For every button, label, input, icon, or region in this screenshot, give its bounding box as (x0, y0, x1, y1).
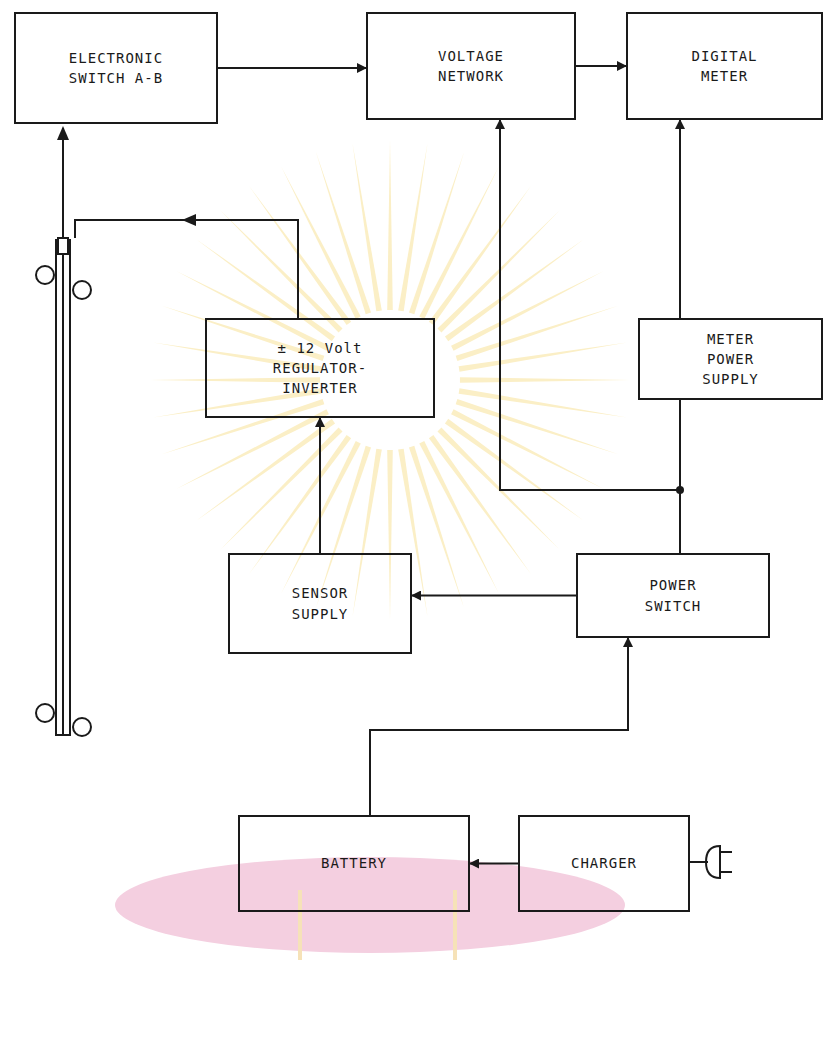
process-box: ± 12 Volt REGULATOR- INVERTER (205, 318, 435, 418)
watermark-ray (459, 388, 627, 417)
process-box: METER POWER SUPPLY (638, 318, 823, 400)
process-box: SENSOR SUPPLY (228, 553, 412, 654)
box-label: BATTERY (321, 853, 387, 873)
watermark-ray (398, 143, 427, 311)
process-box: VOLTAGE NETWORK (366, 12, 576, 120)
box-label: POWER SWITCH (633, 575, 713, 616)
process-box: ELECTRONIC SWITCH A-B (14, 12, 218, 124)
connector (500, 120, 680, 553)
connector (576, 65, 626, 67)
watermark-ray (176, 409, 329, 489)
watermark-ray (460, 377, 630, 383)
connector (679, 400, 681, 553)
watermark-ray (316, 152, 371, 315)
watermark-ray (220, 427, 342, 549)
watermark-ray (196, 419, 335, 521)
watermark-rays (150, 140, 630, 620)
watermark-cushion (115, 857, 625, 953)
watermark-ray (281, 166, 361, 319)
process-box: DIGITAL METER (626, 12, 823, 120)
watermark-ray (409, 446, 464, 609)
connector (679, 120, 681, 318)
watermark-ray (451, 271, 604, 351)
connector (218, 67, 366, 69)
watermark-ray (352, 143, 381, 311)
probe-signal-wire (62, 128, 64, 238)
process-box: CHARGER (518, 815, 690, 912)
watermark-ray (176, 271, 329, 351)
connector (319, 418, 321, 553)
watermark-ray (437, 210, 559, 332)
watermark-ray (387, 450, 393, 620)
watermark-ray (429, 435, 531, 574)
box-label: SENSOR SUPPLY (280, 583, 360, 624)
watermark-ray (419, 441, 499, 594)
watermark-ray (419, 166, 499, 319)
watermark-ray (456, 306, 619, 361)
probe-supply-wire (75, 220, 298, 318)
mains-plug (690, 846, 732, 878)
box-label: CHARGER (571, 853, 637, 873)
box-label: METER POWER SUPPLY (691, 329, 771, 390)
watermark-ray (459, 342, 627, 371)
watermark-ray (352, 449, 381, 617)
box-label: ± 12 Volt REGULATOR- INVERTER (265, 338, 375, 399)
watermark-ray (437, 427, 559, 549)
process-box: POWER SWITCH (576, 553, 770, 638)
watermark-ray (398, 449, 427, 617)
arrow-head (57, 126, 69, 140)
connector (470, 863, 518, 865)
box-label: DIGITAL METER (685, 46, 765, 87)
watermark-tassel (300, 890, 455, 960)
watermark-ray (445, 239, 584, 341)
watermark-ray (387, 140, 393, 310)
box-label: ELECTRONIC SWITCH A-B (61, 48, 171, 89)
watermark-ray (451, 409, 604, 489)
watermark-ray (249, 186, 351, 325)
sensor-probe (36, 238, 91, 736)
process-box: BATTERY (238, 815, 470, 912)
connector (412, 595, 576, 597)
watermark-ray (220, 210, 342, 332)
arrow-head (182, 214, 196, 226)
connector (370, 638, 628, 815)
box-label: VOLTAGE NETWORK (426, 46, 516, 87)
watermark-ray (162, 399, 325, 454)
